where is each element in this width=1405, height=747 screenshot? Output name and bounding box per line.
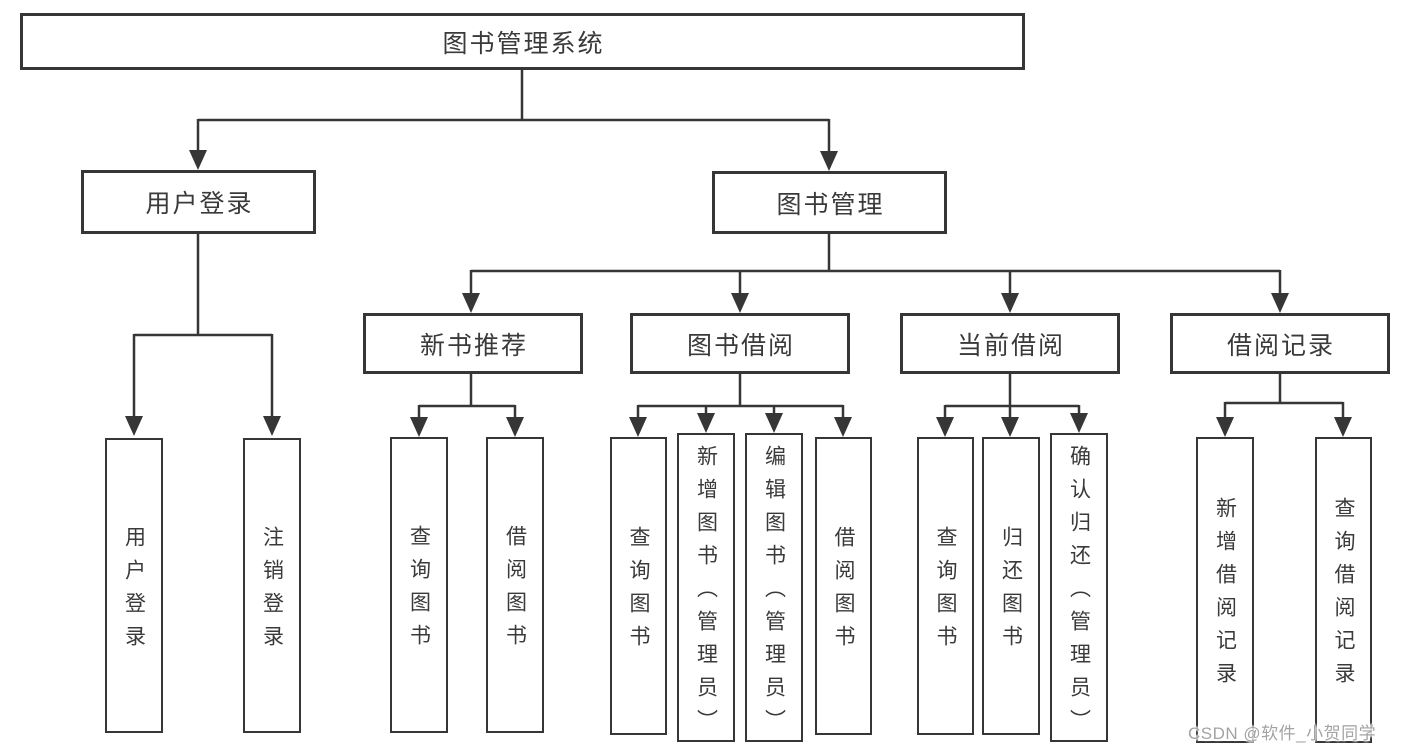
node-root-label: 图书管理系统 <box>442 29 605 58</box>
leaf-current-confirm-admin-label: 确认归还（管理员） <box>1067 445 1091 742</box>
leaf-record-query: 查询借阅记录 <box>1315 437 1372 743</box>
csdn-watermark: CSDN @软件_小贺同学 <box>1188 724 1377 743</box>
leaf-borrow-add-admin: 新增图书（管理员） <box>677 433 735 742</box>
leaf-user-login-label: 用户登录 <box>122 525 146 658</box>
node-new-book-rec-label: 新书推荐 <box>419 331 528 360</box>
leaf-current-query-label: 查询图书 <box>934 526 957 658</box>
connector-bookborrow-to-leaves <box>629 374 852 437</box>
leaf-user-login: 用户登录 <box>105 438 163 733</box>
leaf-newbook-query-label: 查询图书 <box>407 525 431 657</box>
leaf-borrow-edit-admin-label: 编辑图书（管理员） <box>762 445 786 742</box>
leaf-current-return: 归还图书 <box>982 437 1040 735</box>
node-borrow-record-label: 借阅记录 <box>1226 331 1335 360</box>
node-current-borrow-label: 当前借阅 <box>956 331 1065 360</box>
node-current-borrow: 当前借阅 <box>900 313 1120 374</box>
connector-bookmgmt-to-level3 <box>462 234 1289 313</box>
node-borrow-record: 借阅记录 <box>1170 313 1390 374</box>
leaf-record-query-label: 查询借阅记录 <box>1332 497 1355 695</box>
leaf-borrow-query-label: 查询图书 <box>627 526 650 658</box>
leaf-logout-label: 注销登录 <box>260 525 284 658</box>
connector-userlogin-to-leaves <box>125 234 281 436</box>
leaf-borrow-add-admin-label: 新增图书（管理员） <box>694 445 718 742</box>
leaf-record-add: 新增借阅记录 <box>1196 437 1254 743</box>
leaf-current-confirm-admin: 确认归还（管理员） <box>1050 433 1108 742</box>
node-new-book-rec: 新书推荐 <box>363 313 583 374</box>
leaf-logout: 注销登录 <box>243 438 301 733</box>
connector-root-to-level2 <box>189 70 838 171</box>
leaf-borrow-borrow: 借阅图书 <box>815 437 872 735</box>
leaf-newbook-borrow-label: 借阅图书 <box>503 525 527 657</box>
leaf-newbook-borrow: 借阅图书 <box>486 437 544 733</box>
leaf-borrow-query: 查询图书 <box>610 437 667 735</box>
leaf-current-return-label: 归还图书 <box>999 526 1023 658</box>
leaf-current-query: 查询图书 <box>917 437 974 735</box>
node-book-mgmt-label: 图书管理 <box>776 190 885 219</box>
leaf-newbook-query: 查询图书 <box>390 437 448 733</box>
node-root: 图书管理系统 <box>20 13 1025 70</box>
node-book-borrow: 图书借阅 <box>630 313 850 374</box>
leaf-borrow-edit-admin: 编辑图书（管理员） <box>745 433 803 742</box>
leaf-record-add-label: 新增借阅记录 <box>1213 497 1237 695</box>
connector-borrowrecord-to-leaves <box>1216 374 1352 437</box>
node-user-login-label: 用户登录 <box>145 190 254 218</box>
leaf-borrow-borrow-label: 借阅图书 <box>832 526 855 658</box>
node-book-borrow-label: 图书借阅 <box>686 331 795 360</box>
connector-newbook-to-leaves <box>410 374 524 437</box>
connector-currentborrow-to-leaves <box>936 374 1088 437</box>
node-book-mgmt: 图书管理 <box>712 171 947 234</box>
node-user-login: 用户登录 <box>81 170 316 234</box>
